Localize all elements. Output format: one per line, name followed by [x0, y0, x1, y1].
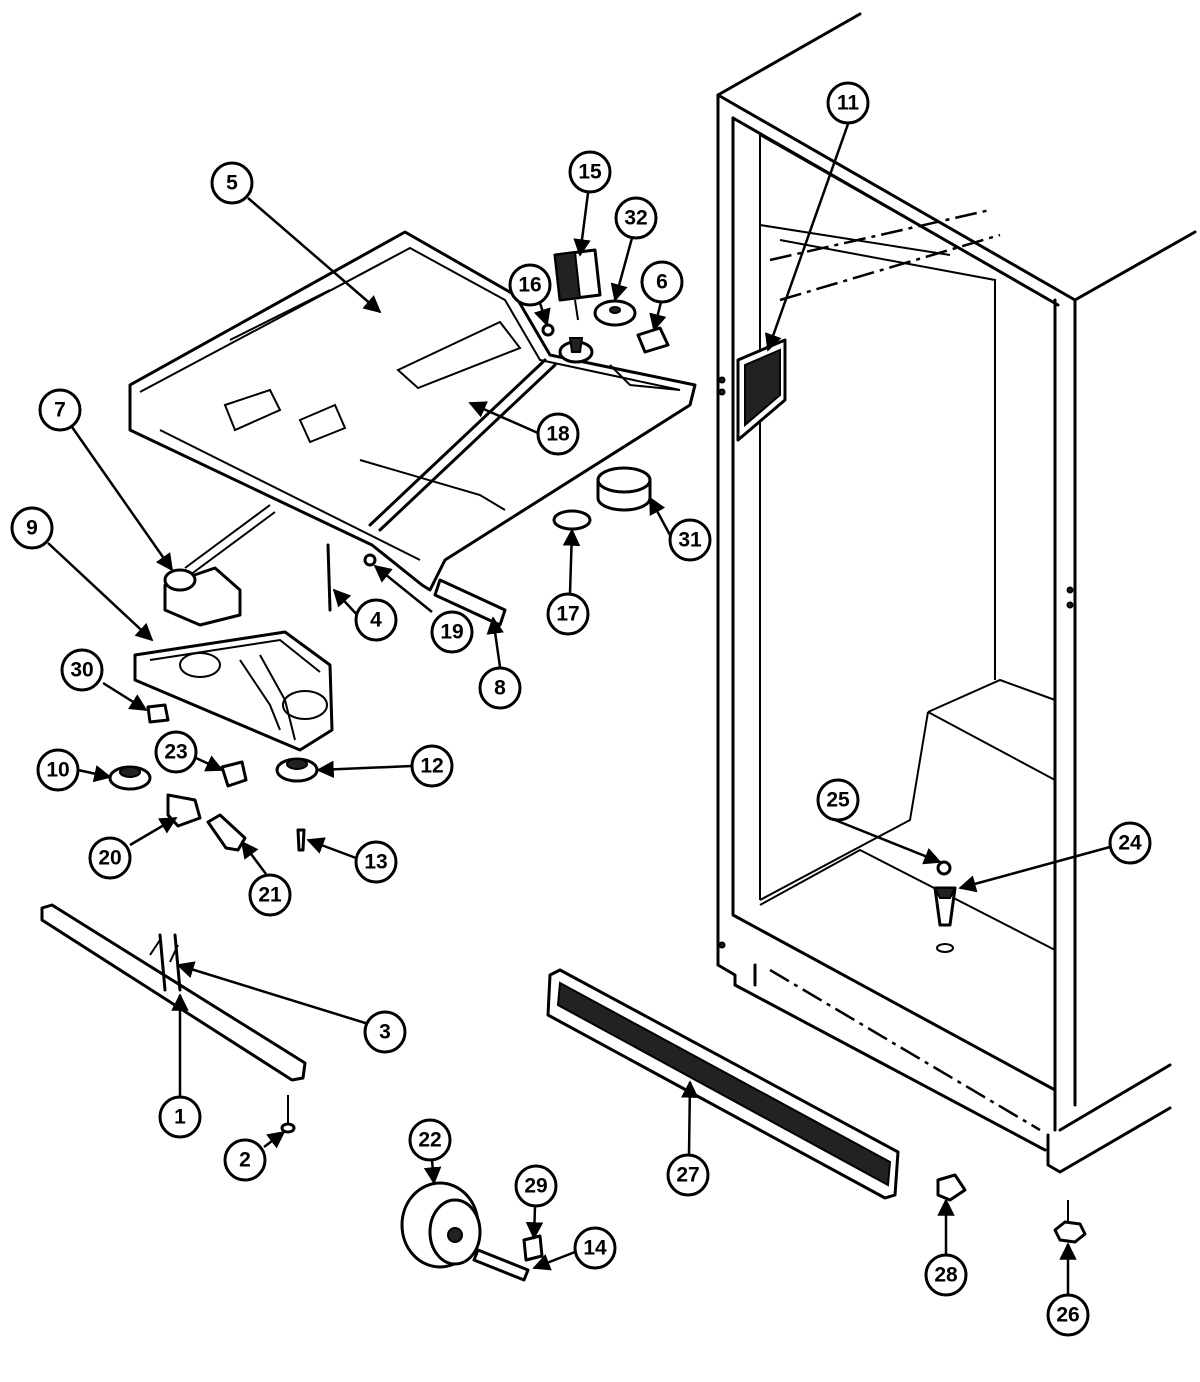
switch — [146, 703, 170, 724]
lamp-socket — [166, 793, 202, 828]
callout-label: 3 — [379, 1021, 391, 1044]
axle — [472, 1248, 530, 1282]
callout-label: 10 — [46, 759, 69, 782]
callout-30: 30 — [60, 648, 104, 692]
callout-23: 23 — [154, 730, 198, 774]
trim-panel — [40, 903, 307, 1082]
leveling-leg — [1053, 1200, 1087, 1244]
callout-label: 20 — [98, 847, 121, 870]
roller — [400, 1181, 482, 1269]
callout-2: 2 — [223, 1138, 267, 1182]
callout-16: 16 — [508, 263, 552, 307]
control-housing — [128, 230, 697, 592]
callout-label: 24 — [1118, 832, 1142, 855]
callout-3: 3 — [363, 1010, 407, 1054]
callout-label: 21 — [258, 884, 282, 907]
callout-label: 31 — [678, 529, 702, 552]
callout-label: 2 — [239, 1149, 251, 1172]
callout-8: 8 — [478, 666, 522, 710]
callout-label: 30 — [70, 659, 93, 682]
callout-label: 23 — [164, 741, 187, 764]
screw-2 — [280, 1095, 296, 1134]
callout-25: 25 — [816, 778, 860, 822]
bulb — [206, 813, 247, 852]
thermostat-knob — [553, 248, 602, 321]
thermostat — [163, 504, 276, 627]
callout-label: 25 — [826, 789, 850, 812]
callout-29: 29 — [514, 1164, 558, 1208]
callout-14: 14 — [573, 1226, 617, 1270]
callout-7: 7 — [38, 388, 82, 432]
callout-label: 32 — [624, 207, 647, 230]
callout-32: 32 — [614, 196, 658, 240]
callout-label: 12 — [420, 755, 443, 778]
callout-label: 19 — [440, 621, 463, 644]
callout-label: 4 — [370, 609, 382, 632]
callout-label: 13 — [364, 851, 387, 874]
clip — [636, 326, 670, 354]
callout-13: 13 — [354, 840, 398, 884]
cap — [596, 466, 652, 512]
callout-label: 15 — [578, 161, 602, 184]
callout-12: 12 — [410, 744, 454, 788]
callout-9: 9 — [10, 506, 54, 550]
toe-grille — [546, 968, 900, 1200]
leader-lines — [47, 123, 1111, 1295]
thermostat-stem — [541, 323, 594, 364]
callout-label: 27 — [676, 1164, 699, 1187]
callout-label: 18 — [546, 423, 570, 446]
callout-label: 17 — [556, 603, 579, 626]
clip-29 — [522, 1234, 544, 1262]
callout-label: 5 — [226, 172, 238, 195]
callout-19: 19 — [430, 610, 474, 654]
callout-label: 28 — [934, 1264, 958, 1287]
callout-label: 29 — [524, 1175, 547, 1198]
callout-label: 11 — [837, 92, 860, 115]
screw-19 — [363, 553, 377, 567]
callout-label: 7 — [54, 399, 66, 422]
drain-tube — [933, 860, 957, 953]
callout-4: 4 — [354, 598, 398, 642]
light-housing — [133, 630, 334, 752]
callout-label: 22 — [418, 1129, 441, 1152]
screw-13 — [296, 828, 306, 852]
ring — [552, 509, 592, 531]
callout-1: 1 — [158, 1095, 202, 1139]
callout-label: 16 — [518, 274, 541, 297]
callout-26: 26 — [1046, 1293, 1090, 1337]
callout-20: 20 — [88, 836, 132, 880]
callout-label: 8 — [494, 677, 506, 700]
bracket — [936, 1173, 967, 1202]
callout-label: 9 — [26, 517, 38, 540]
callout-31: 31 — [668, 518, 712, 562]
socket-ring — [108, 765, 152, 791]
callout-label: 14 — [583, 1237, 607, 1260]
callout-label: 26 — [1056, 1304, 1079, 1327]
callout-label: 1 — [174, 1106, 186, 1129]
insulation-block — [736, 338, 787, 442]
socket-ring-12 — [275, 757, 319, 783]
callout-15: 15 — [568, 150, 612, 194]
callout-5: 5 — [210, 161, 254, 205]
callout-24: 24 — [1108, 821, 1152, 865]
socket — [220, 760, 248, 788]
callout-10: 10 — [36, 748, 80, 792]
callout-27: 27 — [666, 1153, 710, 1197]
callout-11: 11 — [826, 81, 870, 125]
callout-6: 6 — [640, 260, 684, 304]
callout-28: 28 — [924, 1253, 968, 1297]
callout-label: 6 — [656, 271, 668, 294]
refrigerator-cabinet — [716, 12, 1197, 1174]
callout-22: 22 — [408, 1118, 452, 1162]
screw — [326, 543, 332, 612]
capillary-tube — [368, 358, 557, 532]
callout-18: 18 — [536, 412, 580, 456]
callout-17: 17 — [546, 592, 590, 636]
callout-21: 21 — [248, 873, 292, 917]
